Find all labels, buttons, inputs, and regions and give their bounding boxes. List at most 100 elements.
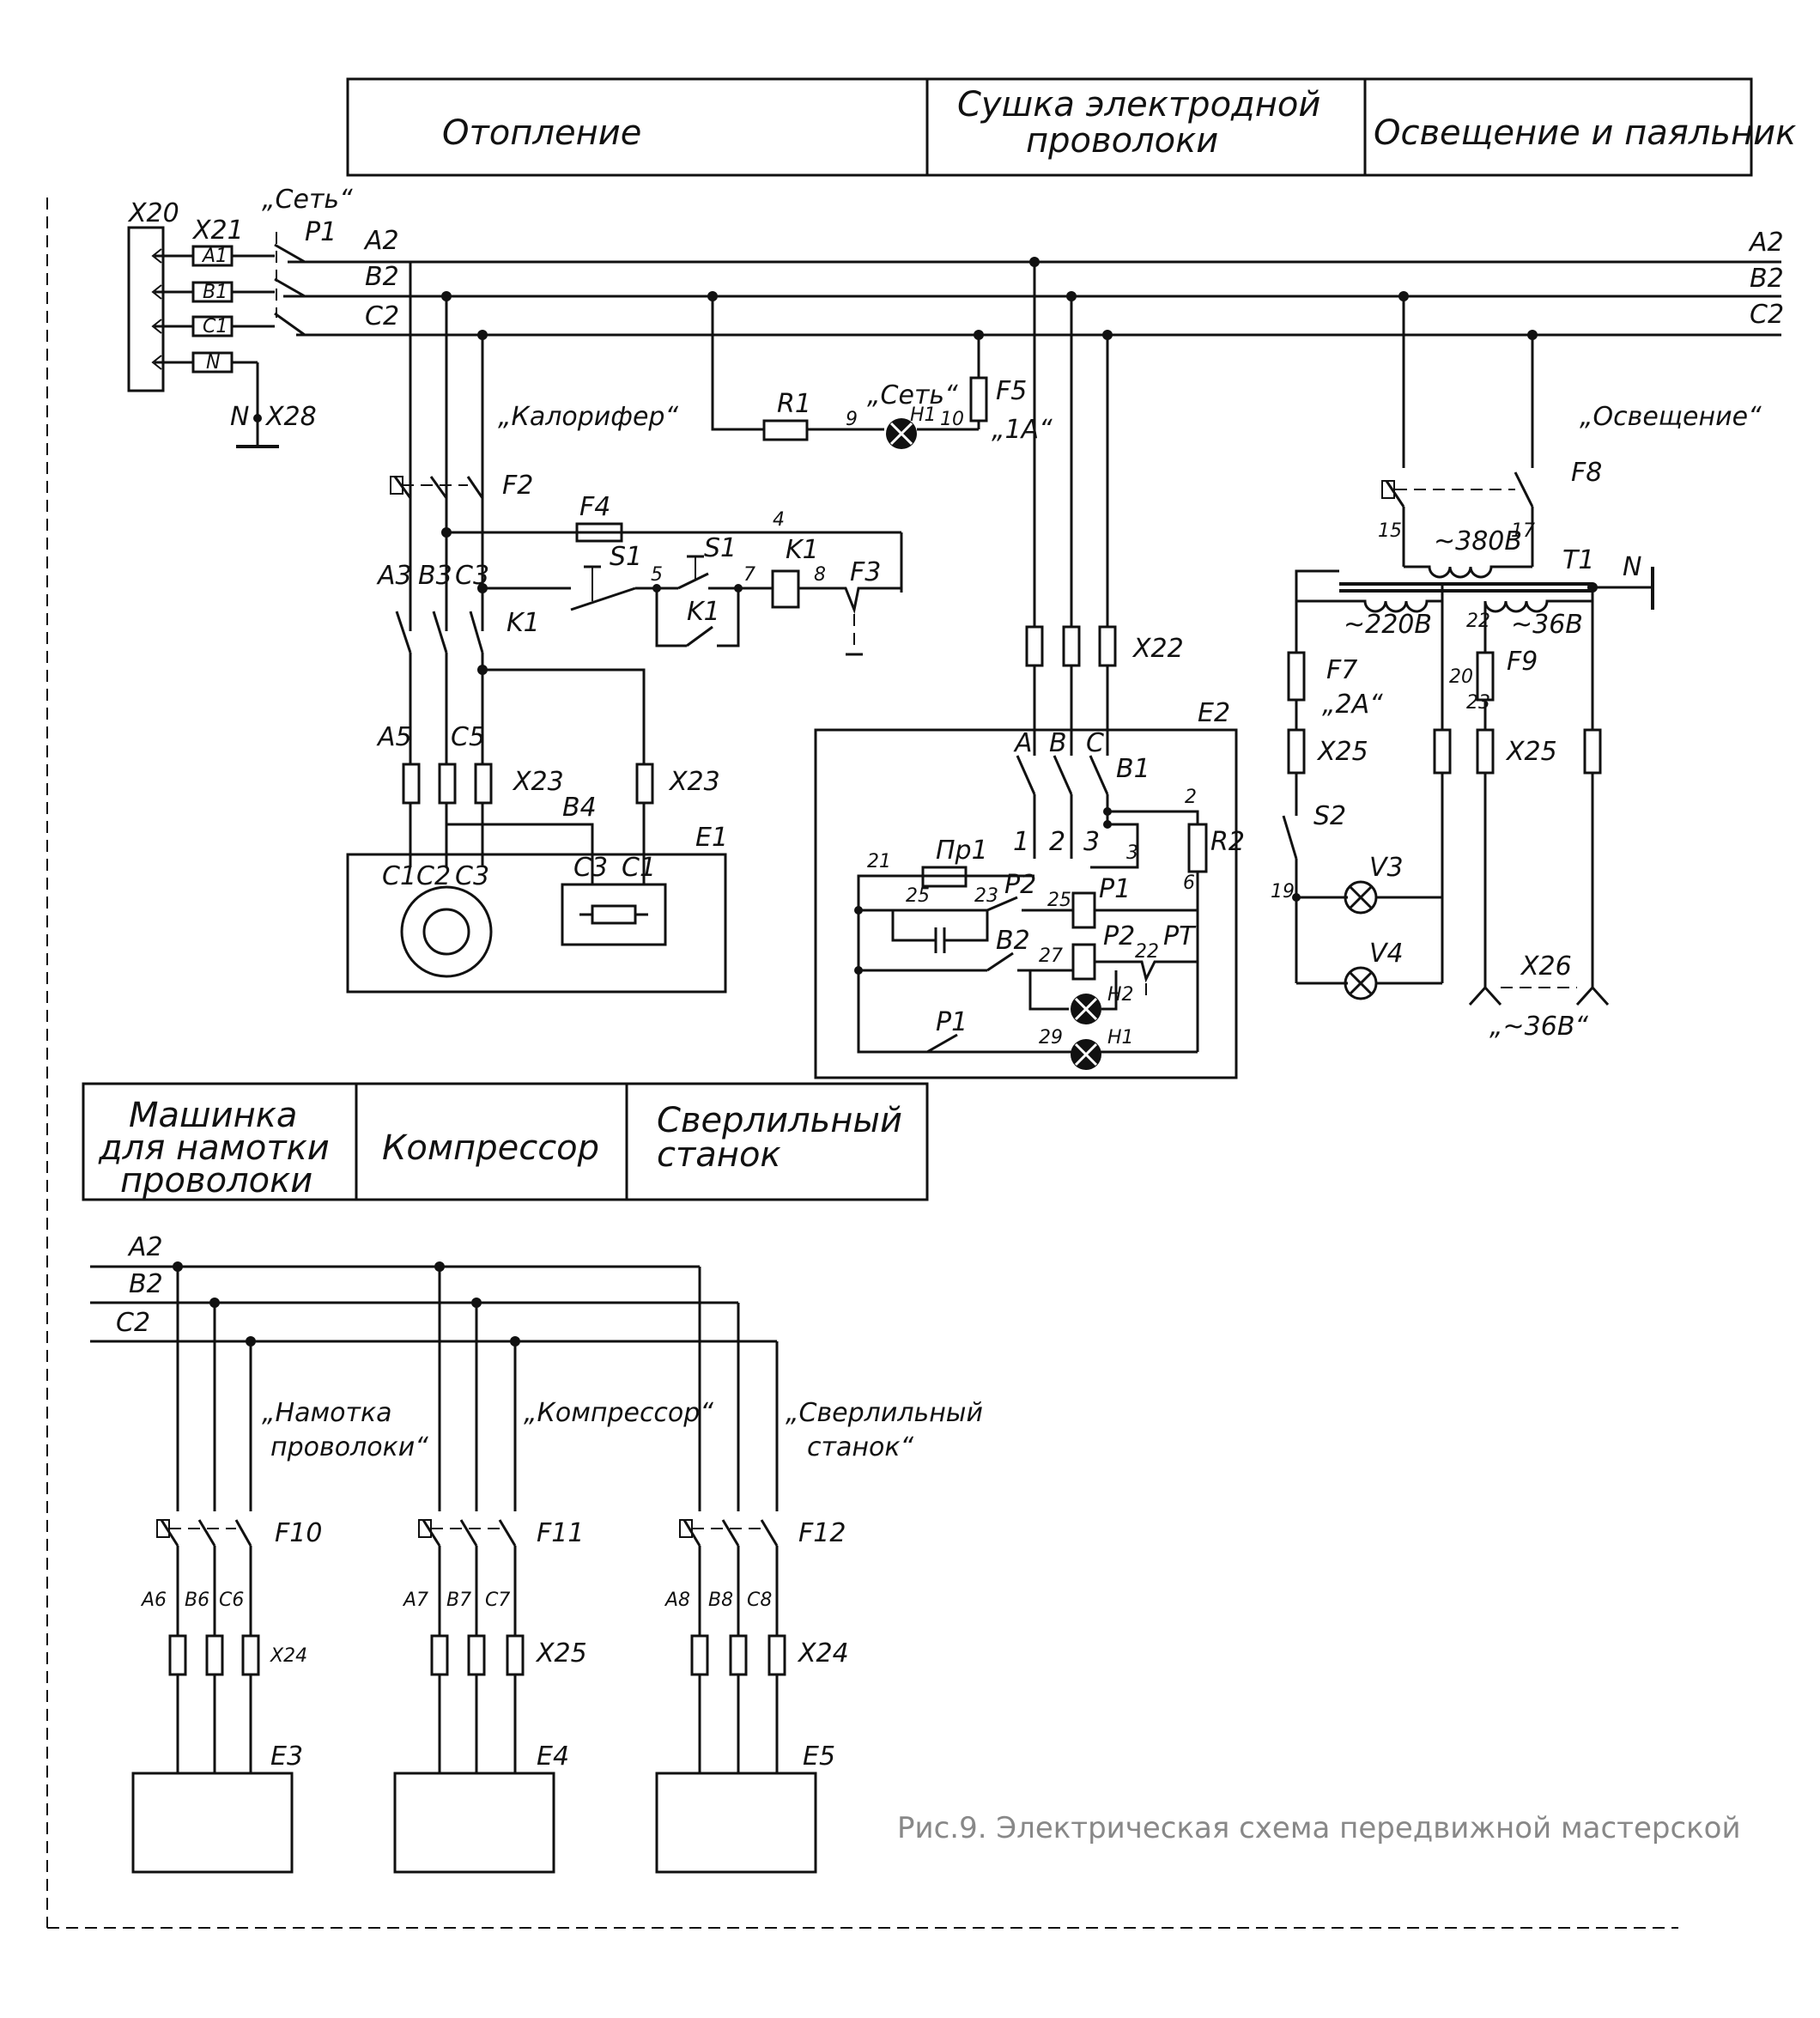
n-x28-label: N [230, 402, 249, 432]
n23-label: 23 [974, 885, 998, 907]
x28-label: X28 [264, 402, 317, 432]
header-heating: Отопление [442, 113, 641, 153]
r2-label: R2 [1210, 827, 1245, 857]
c1h-label: C1 [622, 853, 656, 883]
pin-c1: C1 [203, 316, 228, 337]
f3-label: F3 [850, 557, 881, 587]
n25b-label: 25 [906, 885, 930, 907]
header-compressor: Компрессор [382, 1128, 599, 1168]
a-phase-label: A [1013, 728, 1033, 758]
n9-label: 9 [846, 409, 858, 430]
n22-label: 22 [1135, 941, 1159, 963]
s2-label: S2 [1313, 801, 1346, 831]
pin-b1: B1 [203, 282, 228, 303]
k1-main-label: K1 [507, 608, 540, 638]
n25-label: 25 [1047, 890, 1071, 911]
consumer-e5: „Сверлильный станок“ F12 A8 B8 C8 X24 E5 [655, 1279, 983, 1874]
c-phase-label: C [1086, 728, 1104, 758]
b1-switch-label: B1 [1116, 754, 1150, 784]
main-switch-p1: „Сеть“ P1 [262, 185, 353, 337]
a6-label: A6 [140, 1589, 167, 1611]
figure-caption: Рис.9. Электрическая схема передвижной м… [897, 1811, 1741, 1845]
b3-label: B3 [418, 561, 452, 591]
lower-bus-a2: A2 [127, 1232, 163, 1262]
bus-c2-label: C2 [365, 301, 399, 331]
f9-label: F9 [1507, 647, 1538, 677]
pin-a1: A1 [201, 246, 228, 267]
k1-hold-label: K1 [687, 597, 720, 627]
kalorifer-label: „Калорифер“ [498, 402, 678, 432]
f7-label: F7 [1326, 655, 1357, 685]
h2-label: Н2 [1107, 984, 1134, 1006]
f5-label: F5 [996, 376, 1027, 406]
e3-label: E3 [270, 1741, 303, 1772]
namotka2-label: проволоки“ [270, 1432, 428, 1462]
f11-label: F11 [537, 1518, 584, 1548]
header-drying-2: проволоки [1026, 121, 1218, 161]
bus-a2-label: A2 [363, 226, 399, 256]
n23b-label: 23 [1466, 692, 1490, 714]
header-drill-1: Сверлильный [657, 1101, 902, 1140]
x20-label: X20 [127, 198, 179, 228]
h1-lamp-label: Н1 [910, 404, 937, 426]
pt-label: PT [1163, 921, 1197, 951]
v36b-label: „~36В“ [1489, 1012, 1588, 1042]
lower-bus-c2: C2 [116, 1308, 150, 1338]
pin-n: N [206, 352, 220, 374]
b2-switch-label: B2 [996, 926, 1030, 956]
set-lamp-label: „Сеть“ [867, 380, 958, 410]
v220-label: ~220В [1344, 610, 1432, 640]
header-drying-1: Сушка электродной [957, 85, 1320, 125]
bus-c2-label-right: C2 [1750, 300, 1784, 330]
signal-lamp-branch: R1 9 „Сеть“ Н1 10 F5 „1А“ [707, 291, 1053, 449]
x24a-label: X24 [270, 1645, 307, 1667]
n5-label: 5 [651, 564, 663, 586]
s1-start-label: S1 [704, 533, 737, 563]
v3-label: V3 [1369, 853, 1404, 883]
kompressor-label: „Компрессор“ [524, 1398, 713, 1428]
b8-label: B8 [708, 1589, 733, 1611]
e5-label: E5 [803, 1741, 835, 1772]
input-connector: X20 X21 A1 B1 C1 N N X28 [127, 198, 317, 448]
n6-label: 6 [1183, 872, 1195, 894]
f7-rating-label: „2А“ [1322, 690, 1383, 720]
bus-b2-label-right: B2 [1750, 264, 1784, 294]
n3b-label: 3 [1126, 842, 1138, 864]
b-phase-label: B [1049, 728, 1067, 758]
n20-label: 20 [1449, 666, 1473, 688]
n10-label: 10 [940, 409, 964, 430]
f10-label: F10 [275, 1518, 322, 1548]
n2b-label: 2 [1185, 787, 1197, 808]
n22b-label: 22 [1466, 611, 1490, 632]
c1m-label: C1 [382, 861, 416, 891]
h1b-label: Н1 [1107, 1027, 1134, 1049]
n2-label: 2 [1049, 827, 1065, 857]
c3h-label: C3 [573, 853, 608, 883]
f2-label: F2 [502, 471, 533, 501]
n19-label: 19 [1271, 881, 1295, 903]
b7-label: B7 [446, 1589, 471, 1611]
n4-label: 4 [773, 509, 785, 531]
f12-label: F12 [798, 1518, 846, 1548]
n7-label: 7 [743, 564, 755, 586]
x26-label: X26 [1520, 951, 1572, 982]
lower-bus: A2 B2 C2 [90, 1232, 779, 1352]
f5-rating-label: „1А“ [992, 415, 1053, 445]
r1-label: R1 [777, 389, 811, 419]
sverl-label: „Сверлильный [786, 1398, 983, 1428]
f4-label: F4 [579, 492, 610, 522]
e1-label: E1 [695, 823, 728, 853]
header-lighting: Освещение и паяльник [1374, 113, 1796, 153]
osveshchenie-label: „Освещение“ [1580, 402, 1762, 432]
n15-label: 15 [1378, 520, 1402, 542]
p2a-label: P2 [1004, 870, 1036, 900]
lighting-branch: „Освещение“ F8 15 17 ~380В T1 N ~220В ~3… [1271, 291, 1762, 1042]
x25b-label: X25 [1505, 737, 1557, 767]
x23b-label: X23 [668, 767, 720, 797]
bus-b2-label: B2 [365, 262, 399, 292]
n17-label: 17 [1511, 520, 1535, 542]
v380-label: ~380В [1434, 526, 1522, 556]
namotka-label: „Намотка [262, 1398, 391, 1428]
sverl2-label: станок“ [807, 1432, 913, 1462]
